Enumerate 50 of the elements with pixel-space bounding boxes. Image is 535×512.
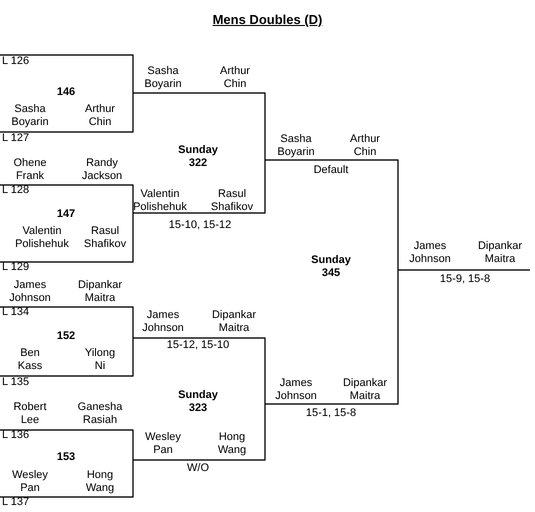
match-number: 152 bbox=[56, 330, 76, 343]
player-name: Randy Jackson bbox=[82, 157, 122, 183]
player-name: Wesley Pan bbox=[12, 469, 48, 495]
player-name: James Johnson bbox=[275, 377, 317, 403]
player-name: Dipankar Maitra bbox=[342, 377, 388, 403]
loser-label: L 134 bbox=[2, 306, 30, 319]
loser-label: L 137 bbox=[2, 496, 30, 509]
title: Mens Doubles (D) bbox=[212, 12, 322, 27]
loser-label: L 136 bbox=[2, 429, 30, 442]
match-number: 153 bbox=[56, 451, 76, 464]
match-schedule: Sunday 322 bbox=[178, 144, 218, 170]
player-name: Hong Wang bbox=[218, 431, 246, 457]
player-name: Valentin Polishehuk bbox=[133, 188, 187, 214]
player-name: Sasha Boyarin bbox=[11, 103, 49, 129]
player-name: Hong Wang bbox=[86, 469, 114, 495]
loser-label: L 135 bbox=[2, 376, 30, 389]
match-number: 147 bbox=[56, 208, 76, 221]
player-name: Ohene Frank bbox=[13, 157, 47, 183]
match-score: 15-12, 15-10 bbox=[166, 339, 230, 352]
player-name: Ben Kass bbox=[18, 347, 42, 373]
match-score: 15-1, 15-8 bbox=[306, 407, 356, 420]
match-score: 15-9, 15-8 bbox=[440, 273, 490, 286]
player-name: Dipankar Maitra bbox=[212, 309, 256, 335]
match-number: 146 bbox=[56, 86, 76, 99]
loser-label: L 127 bbox=[2, 132, 30, 145]
loser-label: L 128 bbox=[2, 184, 30, 197]
player-name: Dipankar Maitra bbox=[78, 279, 122, 305]
player-name: Arthur Chin bbox=[85, 103, 115, 129]
player-name: Valentin Polishehuk bbox=[15, 225, 69, 251]
match-score: 15-10, 15-12 bbox=[168, 219, 232, 232]
player-name: Sasha Boyarin bbox=[277, 133, 315, 159]
player-name: James Johnson bbox=[142, 309, 184, 335]
player-name: Arthur Chin bbox=[220, 65, 250, 91]
match-score: Default bbox=[314, 164, 348, 177]
match-score: W/O bbox=[187, 462, 209, 475]
player-name: Dipankar Maitra bbox=[478, 240, 522, 266]
player-name: Yilong Ni bbox=[84, 347, 116, 373]
player-name: Robert Lee bbox=[13, 401, 47, 427]
player-name: Wesley Pan bbox=[145, 431, 181, 457]
player-name: James Johnson bbox=[9, 279, 51, 305]
player-name: Arthur Chin bbox=[350, 133, 380, 159]
player-name: Sasha Boyarin bbox=[144, 65, 182, 91]
player-name: Rasul Shafikov bbox=[84, 225, 126, 251]
player-name: Rasul Shafikov bbox=[210, 188, 254, 214]
player-name: Ganesha Rasiah bbox=[78, 401, 122, 427]
loser-label: L 129 bbox=[2, 261, 30, 274]
match-schedule: Sunday 323 bbox=[178, 389, 218, 415]
loser-label: L 126 bbox=[2, 55, 30, 68]
player-name: James Johnson bbox=[409, 240, 451, 266]
match-schedule: Sunday 345 bbox=[311, 254, 351, 280]
